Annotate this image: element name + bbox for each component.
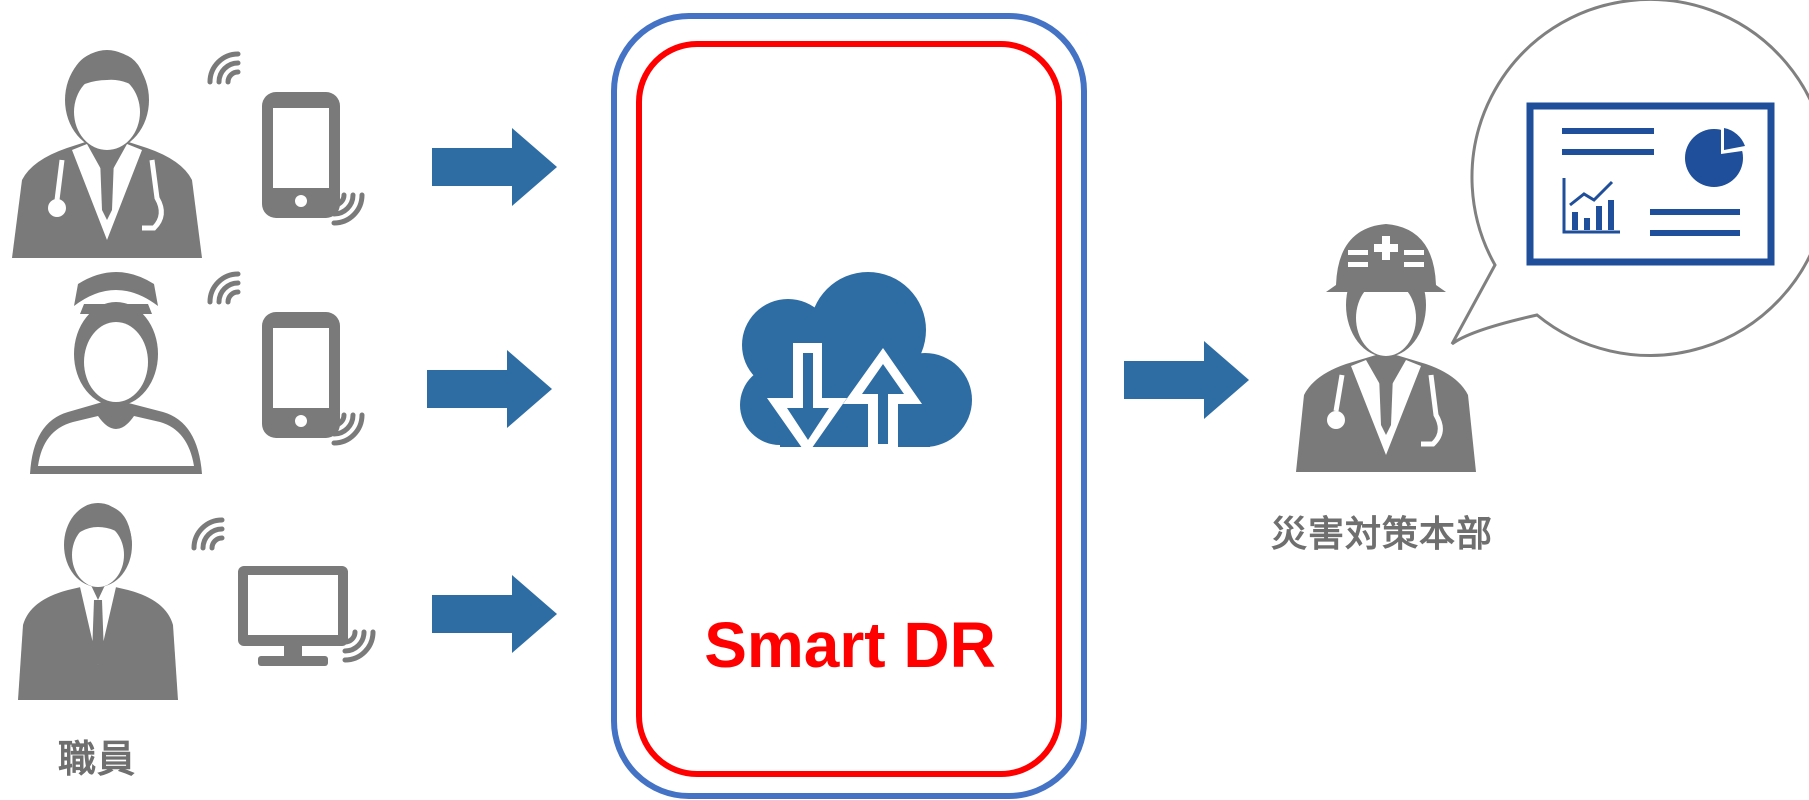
arrow-right-icon bbox=[427, 350, 552, 428]
dashboard-report-icon bbox=[1526, 102, 1775, 266]
product-name: Smart DR bbox=[704, 609, 996, 681]
speech-bubble bbox=[1450, 0, 1809, 357]
outer-frame bbox=[611, 13, 1087, 799]
headquarters-label: 災害対策本部 bbox=[1271, 514, 1494, 555]
arrow-right-icon bbox=[1124, 341, 1249, 419]
hq-doctor-helmet-icon bbox=[1296, 224, 1476, 472]
arrow-right-icon bbox=[432, 128, 557, 206]
office-worker-icon bbox=[18, 503, 178, 700]
inner-frame bbox=[636, 41, 1062, 777]
nurse-icon bbox=[30, 272, 202, 474]
staff-label: 職員 bbox=[58, 737, 137, 781]
doctor-icon bbox=[12, 50, 202, 258]
cloud-sync-icon bbox=[740, 272, 972, 455]
arrow-right-icon bbox=[432, 575, 557, 653]
smartphone-icon bbox=[210, 274, 362, 443]
smartphone-icon bbox=[210, 54, 362, 223]
desktop-computer-icon bbox=[194, 520, 373, 666]
